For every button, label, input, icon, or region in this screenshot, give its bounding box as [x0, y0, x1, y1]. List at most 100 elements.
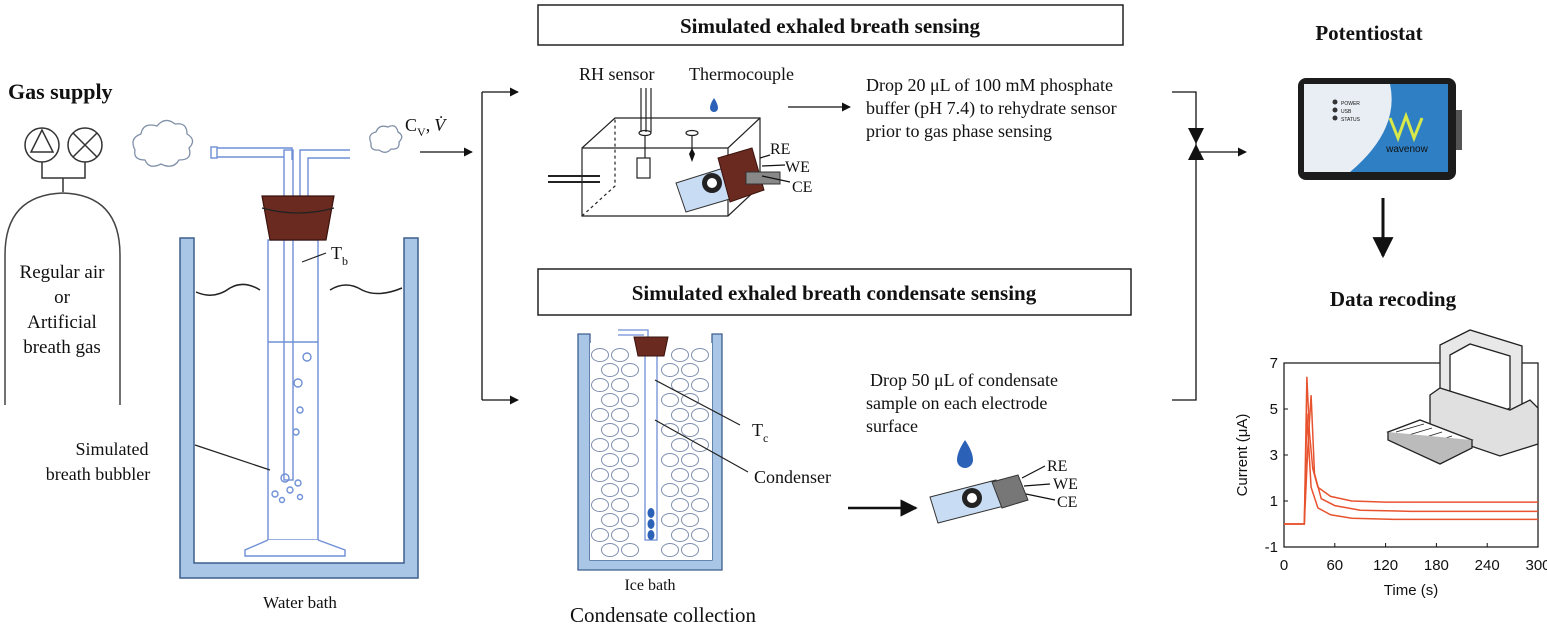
breath-re-label: RE [770, 141, 790, 158]
x-tick-label: 120 [1373, 557, 1398, 574]
ice-cube [611, 408, 629, 422]
artificial-label: Artificial [27, 312, 97, 333]
ice-cube [661, 483, 679, 497]
ice-cube [611, 348, 629, 362]
drop20-line-2: buffer (pH 7.4) to rehydrate sensor [866, 98, 1117, 119]
ice-cube [601, 423, 619, 437]
device-status-label: STATUS [1341, 117, 1361, 123]
ice-cube [681, 453, 699, 467]
ice-cube [671, 468, 689, 482]
breath-title: Simulated exhaled breath sensing [680, 14, 981, 38]
breath-title-box [537, 4, 1124, 46]
ice-cube [611, 468, 629, 482]
ice-cube [611, 438, 629, 452]
drop50-line-3: surface [866, 416, 918, 436]
drop50-line-1: Drop 50 μL of condensate [870, 370, 1058, 390]
ice-cube [611, 498, 629, 512]
y-tick-label: 5 [1270, 401, 1278, 418]
ice-cube [601, 483, 619, 497]
ice-bath [577, 329, 723, 571]
ice-cube [681, 483, 699, 497]
condensate-re-label: RE [1047, 458, 1067, 475]
ice-cube [621, 423, 639, 437]
buffer-drop-icon [710, 98, 718, 112]
drop50-line-2: sample on each electrode [866, 393, 1047, 413]
breath-gas-label: breath gas [23, 337, 101, 358]
bubbler-label-2: breath bubbler [46, 464, 150, 484]
or-label: or [54, 287, 71, 308]
condensate-title-box [537, 268, 1132, 316]
ice-cube [661, 423, 679, 437]
device-usb-label: USB [1341, 109, 1352, 115]
ice-cube [681, 513, 699, 527]
ice-cube [611, 378, 629, 392]
ice-cube [671, 438, 689, 452]
tc-label: Tc [752, 420, 768, 445]
ice-cube [591, 468, 609, 482]
ice-cube [621, 453, 639, 467]
ice-cube [591, 438, 609, 452]
y-tick-label: 3 [1270, 447, 1278, 464]
y-tick-label: 1 [1270, 493, 1278, 510]
water-bath [179, 237, 419, 579]
breath-ce-label: CE [792, 179, 812, 196]
computer-icon [1386, 329, 1539, 465]
ice-cube [661, 393, 679, 407]
x-axis-label: Time (s) [1384, 582, 1438, 599]
ice-cube [601, 363, 619, 377]
x-tick-label: 0 [1280, 557, 1288, 574]
y-axis-label: Current (μA) [1234, 414, 1251, 497]
condensate-title: Simulated exhaled breath condensate sens… [632, 281, 1037, 305]
gas-cylinder [4, 192, 121, 405]
ice-cube [691, 408, 709, 422]
breath-electrode-sensor [675, 147, 791, 213]
y-tick-label: 7 [1270, 355, 1278, 372]
drop20-line-1: Drop 20 μL of 100 mM phosphate [866, 75, 1113, 95]
ice-cube [681, 363, 699, 377]
ice-cube [601, 453, 619, 467]
condensate-we-label: WE [1053, 476, 1078, 493]
drop20-line-3: prior to gas phase sensing [866, 121, 1052, 141]
ice-cube [691, 378, 709, 392]
ice-cube [621, 543, 639, 557]
ice-cube [611, 528, 629, 542]
device-power-label: POWER [1341, 101, 1360, 107]
ice-cube [661, 543, 679, 557]
ice-cube [591, 408, 609, 422]
rh-sensor-label: RH sensor [579, 64, 655, 84]
breath-we-label: WE [785, 159, 810, 176]
ice-cube [671, 408, 689, 422]
regular-air-label: Regular air [20, 262, 106, 283]
cv-label: CV,V̇ [405, 114, 447, 139]
ice-cube [601, 543, 619, 557]
ice-cube [681, 543, 699, 557]
x-tick-label: 240 [1475, 557, 1500, 574]
device-brand-label: wavenow [1385, 144, 1428, 155]
ice-cube [621, 513, 639, 527]
ice-cube [691, 528, 709, 542]
ice-cube [591, 528, 609, 542]
bubbler-label-1: Simulated [76, 439, 149, 459]
potentiostat-label: Potentiostat [1315, 21, 1422, 45]
ice-cube [681, 423, 699, 437]
ice-cube [661, 363, 679, 377]
condensate-collection-label: Condensate collection [570, 603, 757, 627]
ice-cube [591, 498, 609, 512]
x-tick-label: 60 [1326, 557, 1343, 574]
current-trace-3 [1284, 413, 1538, 525]
thermocouple-label: Thermocouple [689, 64, 794, 84]
data-recording-label: Data recoding [1330, 287, 1457, 311]
ice-cube [691, 468, 709, 482]
thermocouple-tip [689, 148, 695, 162]
valve-junction-icon [1188, 128, 1204, 160]
condenser-label: Condenser [754, 467, 831, 487]
ice-cube [691, 348, 709, 362]
ice-cube [601, 513, 619, 527]
water-bath-label: Water bath [263, 593, 337, 612]
gas-valve-icons [24, 127, 103, 192]
x-tick-label: 180 [1424, 557, 1449, 574]
potentiostat-device: POWER USB STATUS wavenow [1298, 78, 1462, 180]
gas-supply-label: Gas supply [8, 79, 113, 104]
current-trace-2 [1284, 395, 1538, 525]
